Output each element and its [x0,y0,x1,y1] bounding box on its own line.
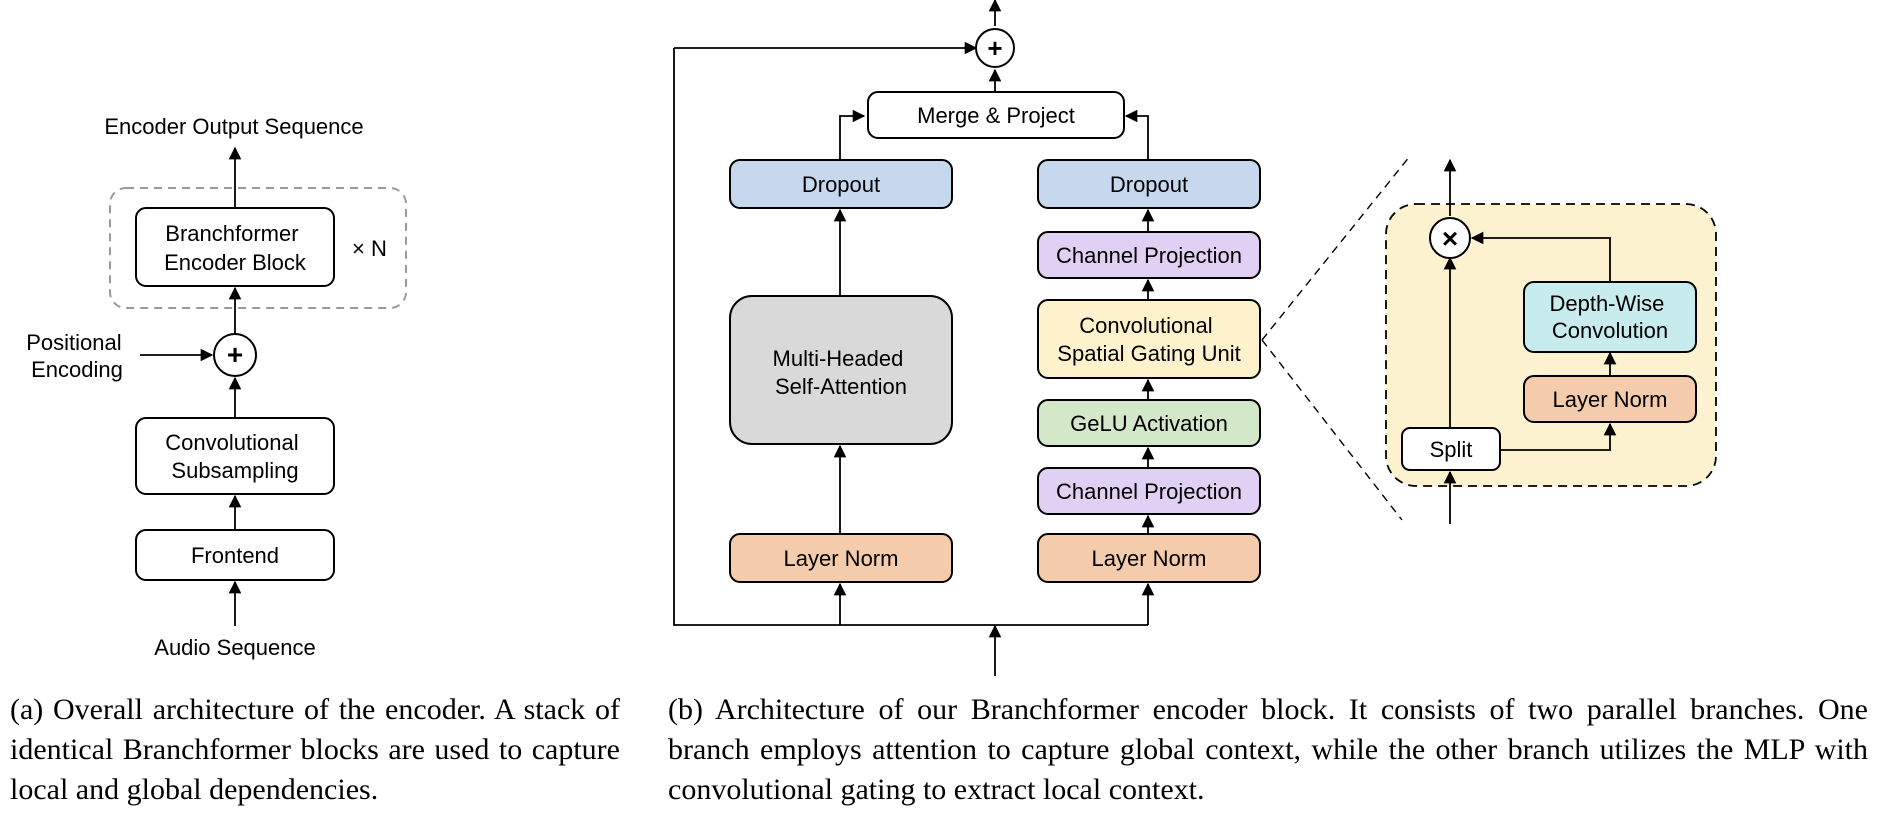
diagram-canvas: Encoder Output Sequence Branchformer Enc… [26,0,1717,676]
split-label: Split [1430,437,1473,462]
right-dropout-node: Dropout [1037,159,1261,209]
svg-text:Depth-Wise Convolution: Depth-Wise Convolution [1549,291,1670,343]
frontend-node: Frontend [135,529,335,581]
csgu-node: Convolutional Spatial Gating Unit [1037,299,1261,379]
attention-label-line1: Multi-Headed [773,346,904,371]
branchformer-block-label-line2: Encoder Block [164,250,307,275]
subsampling-label-line2: Subsampling [171,458,298,483]
depthwise-conv-label-line2: Convolution [1552,318,1668,343]
branchformer-block-diagram: + Merge & Project Dropout Multi-Headed S… [673,0,1411,676]
right-layer-norm-node: Layer Norm [1037,533,1261,583]
channel-projection-bottom-label: Channel Projection [1056,479,1242,504]
branchformer-block-label-line1: Branchformer [165,221,298,246]
csgu-label-line2: Spatial Gating Unit [1057,341,1240,366]
multiply-node: × [1429,217,1471,259]
audio-input-label: Audio Sequence [154,635,315,660]
svg-text:Positional Encoding: Positional Encoding [26,330,128,382]
plus-icon: + [987,33,1002,63]
repeat-group-border [109,187,407,309]
svg-text:Multi-Headed Self-Atte: Multi-Headed Self-Attention [773,346,910,399]
attention-node: Multi-Headed Self-Attention [729,295,953,445]
depthwise-conv-node: Depth-Wise Convolution [1523,281,1697,353]
depthwise-conv-label-line1: Depth-Wise [1549,291,1664,316]
channel-projection-top-label: Channel Projection [1056,243,1242,268]
right-dropout-label: Dropout [1110,172,1188,197]
attention-label-line2: Self-Attention [775,374,907,399]
left-layer-norm-label: Layer Norm [784,546,899,571]
subsampling-label-line1: Convolutional [165,430,298,455]
frontend-label: Frontend [191,543,279,568]
detail-connections [1443,158,1617,524]
left-layer-norm-node: Layer Norm [729,533,953,583]
merge-project-node: Merge & Project [867,91,1125,139]
subsampling-node: Convolutional Subsampling [135,417,335,495]
repeat-label: × N [352,236,387,261]
multiply-icon: × [1442,223,1458,254]
split-node: Split [1401,427,1501,471]
branchformer-block-node: Branchformer Encoder Block [135,207,335,287]
csgu-detail-diagram: × Depth-Wise Convolution Layer Norm Spli… [1385,158,1717,524]
svg-text:Branchformer Encoder B: Branchformer Encoder Block [164,221,307,275]
positional-label-line1: Positional [26,330,121,355]
caption-a: (a) Overall architecture of the encoder.… [10,693,620,806]
encoder-arrows [140,146,242,626]
zoom-guide-lines [1261,155,1411,521]
channel-projection-top-node: Channel Projection [1037,231,1261,279]
block-connections [673,0,1155,676]
channel-projection-bottom-node: Channel Projection [1037,467,1261,515]
block-sum-node: + [975,28,1015,68]
left-dropout-node: Dropout [729,159,953,209]
detail-layer-norm-node: Layer Norm [1523,375,1697,423]
encoder-output-label: Encoder Output Sequence [104,114,363,139]
right-layer-norm-label: Layer Norm [1092,546,1207,571]
caption-b: (b) Architecture of our Branchformer enc… [668,693,1868,806]
csgu-label-line1: Convolutional [1079,313,1212,338]
svg-text:Convolutional Spatial: Convolutional Spatial Gating Unit [1057,313,1240,366]
detail-layer-norm-label: Layer Norm [1553,387,1668,412]
merge-project-label: Merge & Project [917,103,1075,128]
plus-icon: + [227,339,243,370]
positional-label-line2: Encoding [31,357,123,382]
encoder-sum-node: + [213,333,257,377]
left-dropout-label: Dropout [802,172,880,197]
svg-text:Convolutional Subsampl: Convolutional Subsampling [165,430,304,483]
gelu-node: GeLU Activation [1037,399,1261,447]
gelu-label: GeLU Activation [1070,411,1228,436]
encoder-diagram: Encoder Output Sequence Branchformer Enc… [26,114,407,660]
